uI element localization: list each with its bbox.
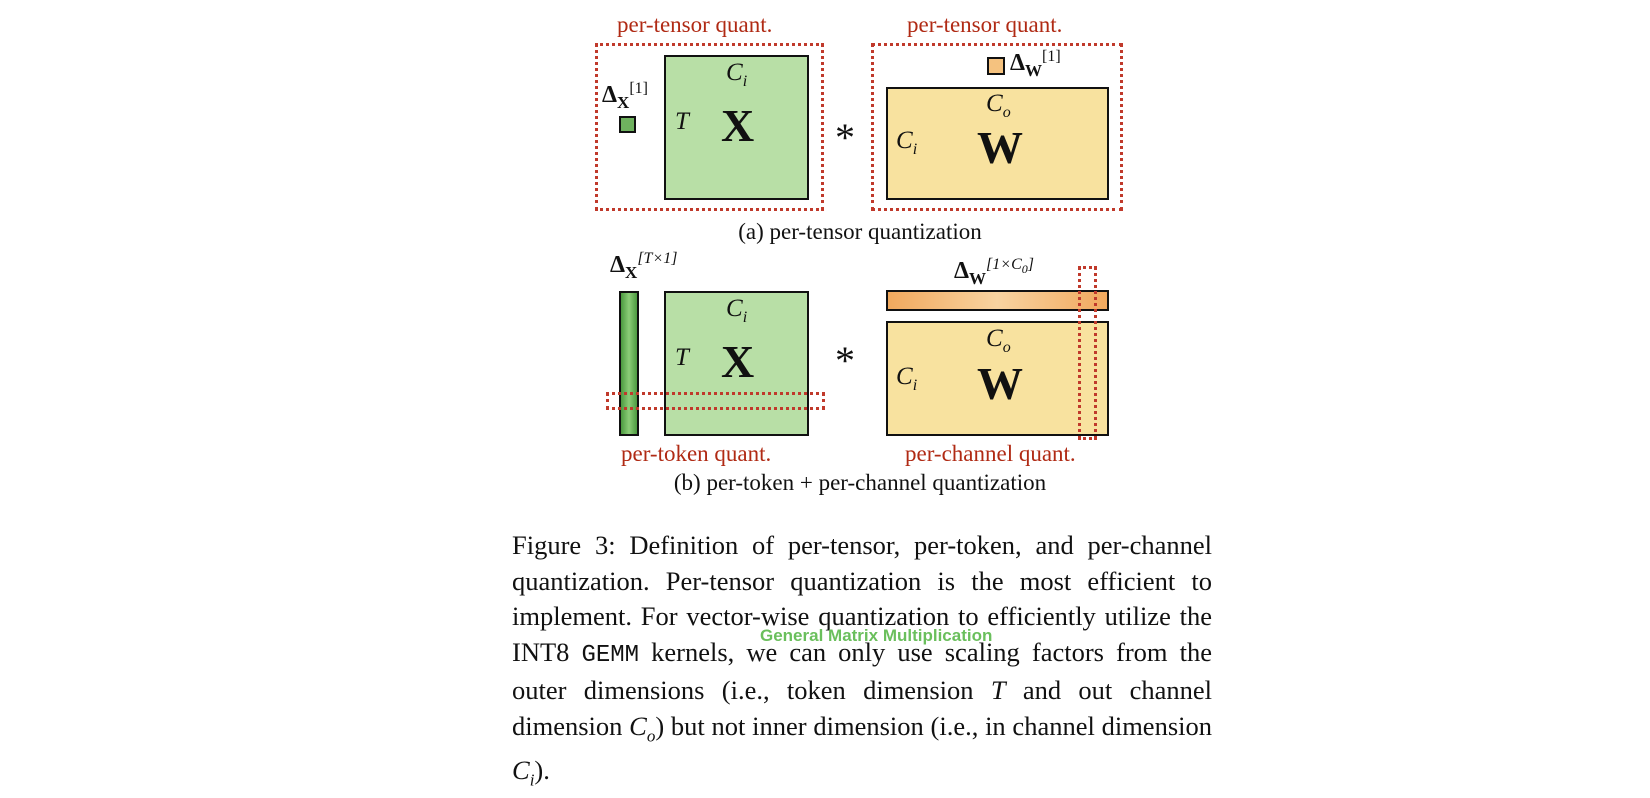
panel-a-x-symbol: X xyxy=(721,100,755,151)
panel-b-x-matrix: Ci T X xyxy=(664,291,809,436)
panel-a-right-quant-label: per-tensor quant. xyxy=(907,12,1063,37)
panel-a-delta-w-square xyxy=(987,57,1005,75)
panel-b-channel-column-dotted-box xyxy=(1078,266,1097,440)
panel-a-w-matrix: Co Ci W xyxy=(886,87,1109,200)
gemm-tooltip-overlay: General Matrix Multiplication xyxy=(760,626,993,645)
panel-a-x-matrix: Ci T X xyxy=(664,55,809,200)
panel-b-token-row-dotted-box xyxy=(606,392,825,410)
panel-b-delta-x-column xyxy=(619,291,639,436)
panel-b-operator: * xyxy=(835,338,855,383)
panel-b-w-matrix: Co Ci W xyxy=(886,321,1109,436)
panel-a-delta-x: ΔX[1] xyxy=(602,80,648,112)
panel-b-delta-w: ΔW[1×C0] xyxy=(954,256,1034,288)
panel-a-left-quant-label: per-tensor quant. xyxy=(617,12,773,37)
panel-b-delta-w-row xyxy=(886,290,1109,311)
panel-b-w-dim-left: Ci xyxy=(896,363,918,394)
gemm-code: GEMM xyxy=(581,641,640,669)
panel-b-right-quant-label: per-channel quant. xyxy=(905,441,1076,466)
panel-b-w-symbol: W xyxy=(977,358,1023,409)
panel-a-delta-x-square xyxy=(619,116,636,133)
panel-a-w-symbol: W xyxy=(977,122,1023,173)
panel-a-x-dim-top: Ci xyxy=(726,59,748,90)
figure-caption: Figure 3: Definition of per-tensor, per-… xyxy=(512,530,1212,790)
panel-a-w-dim-top: Co xyxy=(986,90,1011,121)
panel-a-subcaption: (a) per-tensor quantization xyxy=(738,219,982,244)
panel-b-subcaption: (b) per-token + per-channel quantization xyxy=(673,470,1047,495)
panel-a-delta-w: ΔW[1] xyxy=(1010,48,1061,80)
panel-b-x-symbol: X xyxy=(721,336,755,387)
panel-a-left-dotted-box xyxy=(595,43,824,211)
panel-b-delta-x: ΔX[T×1] xyxy=(610,250,678,282)
panel-b-left-quant-label: per-token quant. xyxy=(621,441,772,466)
panel-b-x-dim-left: T xyxy=(675,344,689,371)
panel-a-operator: * xyxy=(835,115,855,160)
panel-b-w-dim-top: Co xyxy=(986,325,1011,356)
panel-a-w-dim-left: Ci xyxy=(896,127,918,158)
panel-a-right-dotted-box xyxy=(871,43,1123,211)
panel-a-x-dim-left: T xyxy=(675,108,689,135)
panel-b-x-dim-top: Ci xyxy=(726,295,748,326)
